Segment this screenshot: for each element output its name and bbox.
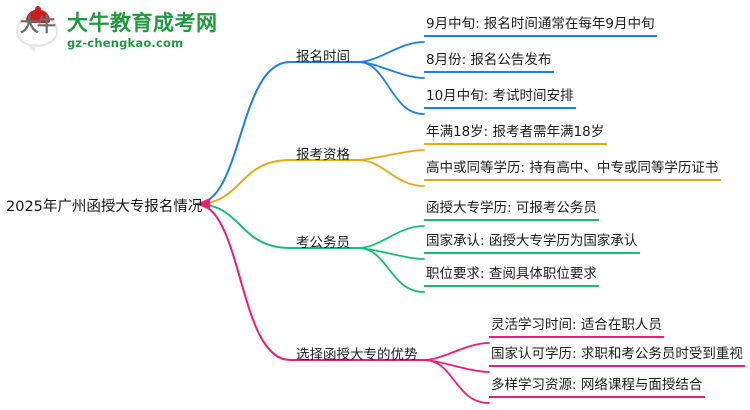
logo-title: 大牛教育成考网 bbox=[67, 10, 218, 35]
red-cap-shape bbox=[26, 6, 50, 23]
site-logo: 大牛 大牛教育成考网 gz-chengkao.com bbox=[14, 6, 244, 55]
leaf-underline bbox=[489, 336, 664, 338]
leaf-item[interactable]: 函授大专学历: 可报考公务员 bbox=[424, 196, 599, 221]
leaf-item[interactable]: 灵活学习时间: 适合在职人员 bbox=[489, 313, 664, 338]
leaf-underline bbox=[424, 35, 657, 37]
leaf-label: 灵活学习时间: 适合在职人员 bbox=[491, 317, 662, 333]
logo-mark-glyph: 大牛 bbox=[19, 14, 56, 36]
leaf-label: 国家认可学历: 求职和考公务员时受到重视 bbox=[491, 346, 743, 362]
leaf-underline bbox=[489, 396, 705, 398]
leaf-item[interactable]: 国家承认: 函授大专学历为国家承认 bbox=[424, 229, 640, 254]
leaf-item[interactable]: 多样学习资源: 网络课程与面授结合 bbox=[489, 373, 705, 398]
leaf-label: 多样学习资源: 网络课程与面授结合 bbox=[491, 377, 703, 393]
leaf-label: 函授大专学历: 可报考公务员 bbox=[426, 200, 597, 216]
leaf-item[interactable]: 年满18岁: 报考者需年满18岁 bbox=[424, 120, 607, 145]
leaf-underline bbox=[424, 285, 599, 287]
leaf-label: 年满18岁: 报考者需年满18岁 bbox=[426, 124, 605, 140]
root-node: 2025年广州函授大专报名情况 bbox=[6, 199, 203, 215]
leaf-underline bbox=[424, 252, 640, 254]
leaf-label: 10月中旬: 考试时间安排 bbox=[426, 88, 574, 104]
leaf-label: 8月份: 报名公告发布 bbox=[426, 52, 552, 68]
branch-label-kaogongwuyuan[interactable]: 考公务员 bbox=[296, 235, 350, 251]
leaf-item[interactable]: 8月份: 报名公告发布 bbox=[424, 48, 554, 73]
logo-text-block: 大牛教育成考网 gz-chengkao.com bbox=[67, 11, 218, 51]
leaf-item[interactable]: 10月中旬: 考试时间安排 bbox=[424, 84, 576, 109]
branch-label-baokaoziger[interactable]: 报考资格 bbox=[296, 147, 350, 163]
leaf-label: 高中或同等学历: 持有高中、中专或同等学历证书 bbox=[426, 160, 719, 176]
leaf-underline bbox=[424, 71, 554, 73]
leaf-item[interactable]: 高中或同等学历: 持有高中、中专或同等学历证书 bbox=[424, 156, 721, 181]
branch-label-baomingshijian[interactable]: 报名时间 bbox=[296, 49, 350, 65]
leaf-underline bbox=[424, 179, 721, 181]
logo-url: gz-chengkao.com bbox=[67, 36, 184, 51]
logo-mark-icon: 大牛 bbox=[14, 6, 60, 53]
leaf-item[interactable]: 职位要求: 查阅具体职位要求 bbox=[424, 262, 599, 287]
leaf-underline bbox=[424, 143, 607, 145]
branch-label-youshi[interactable]: 选择函授大专的优势 bbox=[296, 347, 418, 363]
leaf-item[interactable]: 9月中旬: 报名时间通常在每年9月中旬 bbox=[424, 12, 657, 37]
leaf-underline bbox=[489, 365, 745, 367]
leaf-label: 9月中旬: 报名时间通常在每年9月中旬 bbox=[426, 16, 655, 32]
leaf-label: 国家承认: 函授大专学历为国家承认 bbox=[426, 233, 638, 249]
leaf-underline bbox=[424, 219, 599, 221]
leaf-item[interactable]: 国家认可学历: 求职和考公务员时受到重视 bbox=[489, 342, 745, 367]
leaf-underline bbox=[424, 107, 576, 109]
leaf-label: 职位要求: 查阅具体职位要求 bbox=[426, 266, 597, 282]
